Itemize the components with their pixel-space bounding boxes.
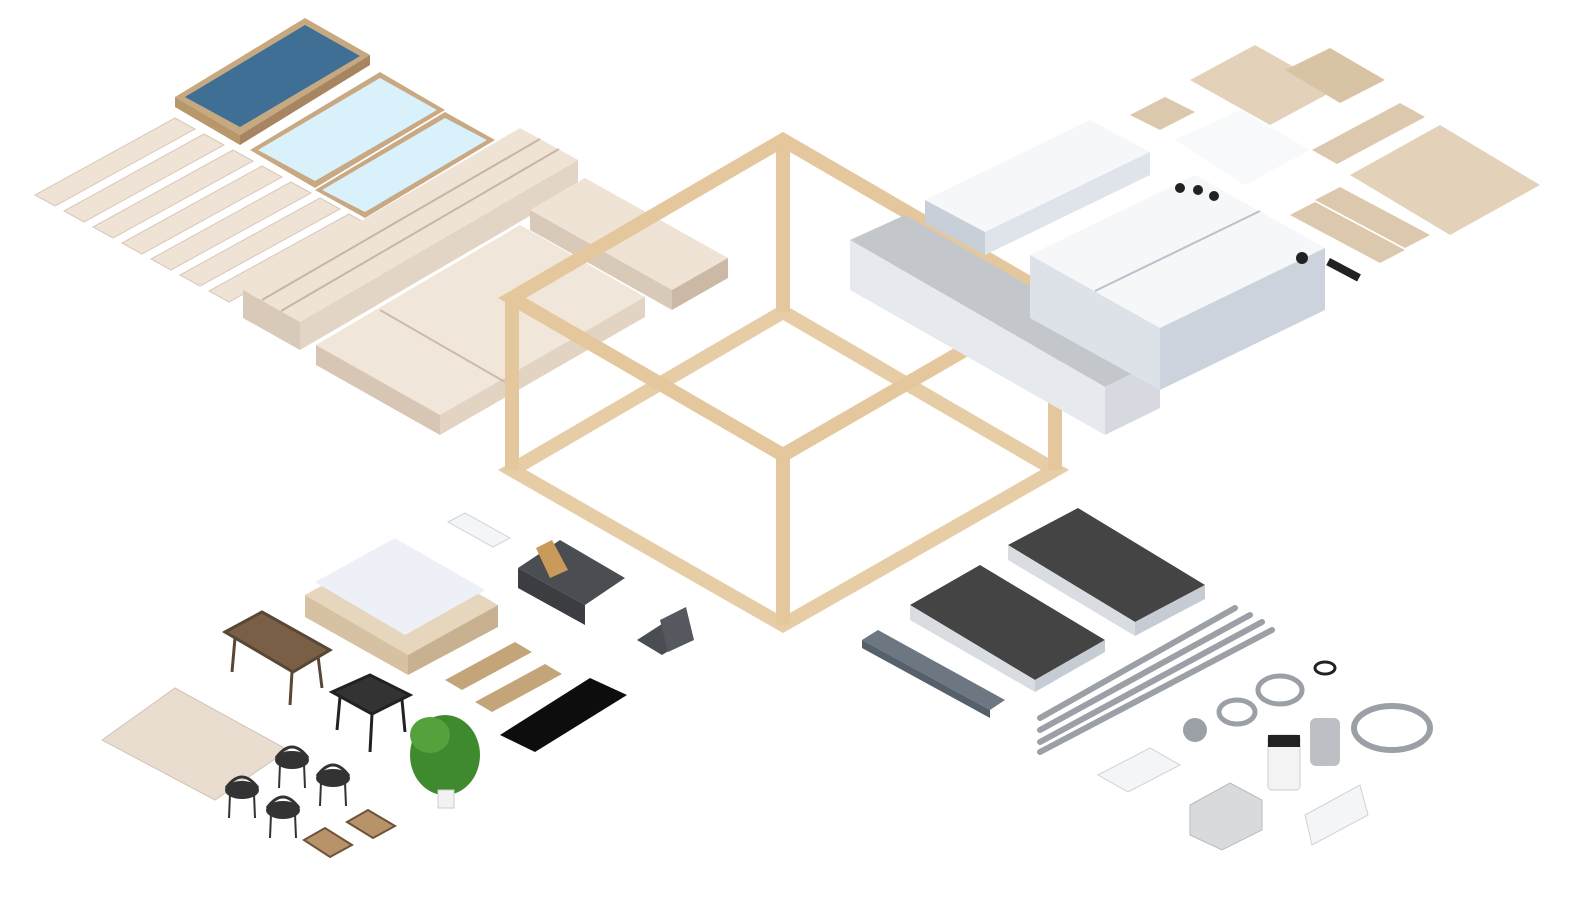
wood-dining-table: [221, 610, 334, 706]
wood-plank: [62, 133, 226, 223]
wood-planks-group: [33, 117, 371, 303]
potted-plant: [410, 715, 480, 809]
dark-insulation-panels: [910, 508, 1205, 692]
bathroom-fixtures: [1175, 183, 1361, 282]
dining-chair: [315, 763, 351, 807]
dining-chairs-group: [224, 745, 351, 839]
dining-chair: [274, 745, 310, 789]
hvac-equipment: [1096, 660, 1433, 851]
wood-beams: [243, 128, 578, 350]
air-conditioner-unit: [446, 512, 512, 548]
dining-chair: [224, 775, 260, 819]
dining-chair: [265, 795, 301, 839]
wood-plank: [178, 197, 342, 287]
pipes: [1037, 605, 1275, 755]
wood-plank: [33, 117, 197, 207]
wood-plank: [120, 165, 284, 255]
sofa: [518, 540, 625, 625]
pool-tray: [175, 18, 370, 145]
wood-stools: [302, 808, 398, 859]
glass-panel-stack: [250, 72, 495, 218]
cushions: [445, 642, 562, 712]
gray-beam: [862, 630, 1005, 718]
oak-panels: [1130, 45, 1540, 263]
patterned-rug: [101, 687, 289, 801]
black-side-table: [328, 673, 414, 753]
white-wall-panels: [925, 120, 1325, 390]
bed: [305, 538, 498, 675]
armchair: [637, 607, 694, 655]
wood-plank: [91, 149, 255, 239]
wood-plank: [149, 181, 313, 271]
black-mat: [500, 678, 627, 752]
